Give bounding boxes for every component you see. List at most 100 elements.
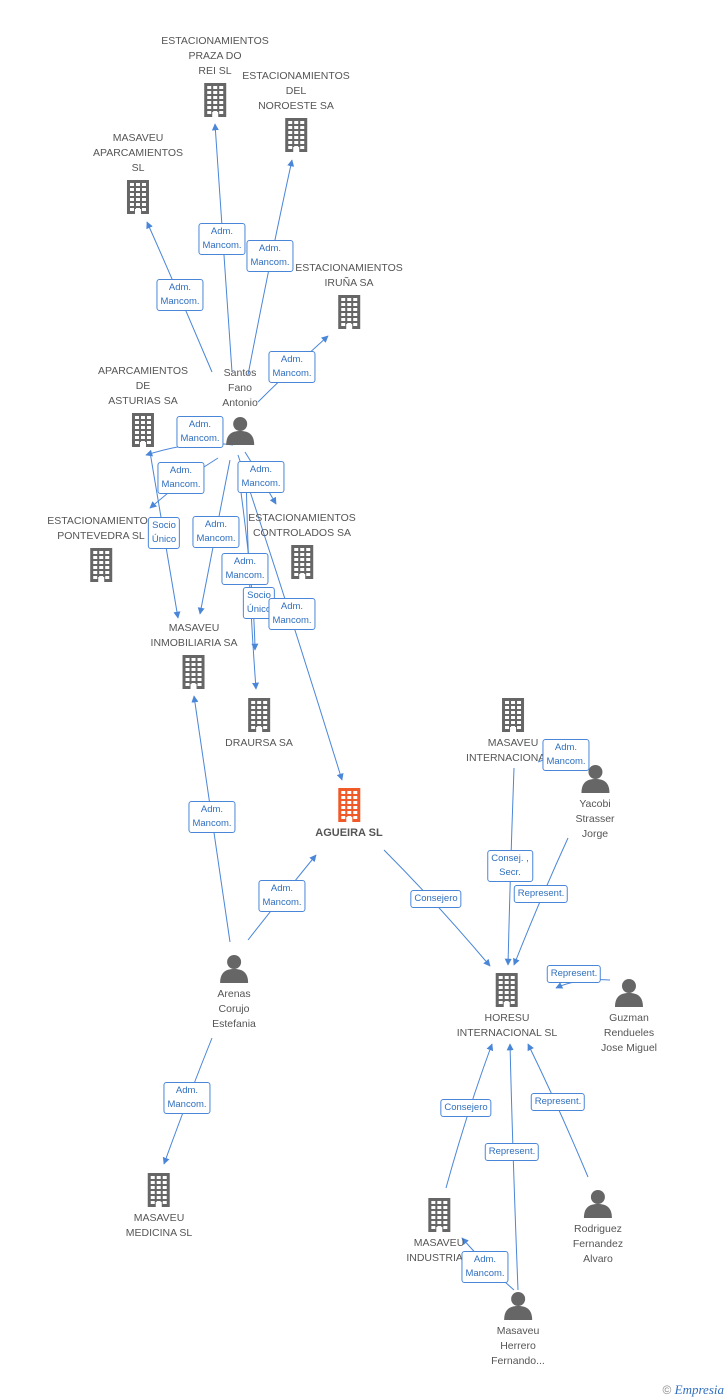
- edge-label-santos-to-noroeste[interactable]: Adm.Mancom.: [246, 240, 294, 272]
- person-icon: [222, 415, 258, 445]
- node-label-line: Corujo: [218, 1003, 250, 1015]
- edge-label-agueira-to-horesu[interactable]: Consejero: [410, 890, 462, 908]
- building-icon: [466, 698, 560, 732]
- node-label-line: Strasser: [575, 813, 615, 825]
- edge-label-santos-to-asturias[interactable]: Adm.Mancom.: [176, 416, 224, 448]
- edge-label-line: Mancom.: [546, 756, 586, 767]
- node-label-line: Rendueles: [603, 1027, 655, 1039]
- edge-label-arenas-to-agueira[interactable]: Adm.Mancom.: [258, 880, 306, 912]
- company-node-agueira[interactable]: AGUEIRA SL: [315, 788, 383, 841]
- edge-label-line: Adm.: [554, 742, 578, 753]
- building-icon: [161, 83, 269, 117]
- company-node-controlados[interactable]: ESTACIONAMIENTOS CONTROLADOS SA: [248, 511, 356, 579]
- node-label-line: Alvaro: [583, 1253, 613, 1265]
- edge-label-rodriguez-to-horesu[interactable]: Represent.: [530, 1093, 586, 1111]
- edge-label-line: Adm.: [249, 464, 273, 475]
- edge-label-yacobi-to-horesu[interactable]: Represent.: [513, 885, 569, 903]
- edge-label-masaveu_ind-to-horesu[interactable]: Consejero: [440, 1099, 492, 1117]
- edge-label-line: Mancom.: [241, 478, 281, 489]
- edge-label-masaveu_int-to-horesu[interactable]: Consej. ,Secr.: [487, 850, 533, 882]
- edge-label-line: Mancom.: [160, 296, 200, 307]
- edge-label-line: Mancom.: [465, 1268, 505, 1279]
- node-label-line: CONTROLADOS SA: [252, 527, 352, 539]
- edge-label-santos-to-controlados[interactable]: Adm. Mancom.: [237, 461, 285, 493]
- person-icon: [573, 1188, 623, 1218]
- edge-label-santos-to-draursa[interactable]: Adm.Mancom.: [221, 553, 269, 585]
- edge-label-santos-to-pontevedra[interactable]: Adm.Mancom.: [157, 462, 205, 494]
- node-label: AGUEIRA SL: [315, 826, 382, 841]
- node-label-line: Fernando...: [491, 1355, 545, 1367]
- node-label-line: ESTACIONAMIENTOS: [248, 512, 356, 524]
- edge-herrero-to-horesu: [506, 1043, 519, 1291]
- edge-label-line: Mancom.: [196, 533, 236, 544]
- node-label-line: Jose Miguel: [600, 1042, 658, 1054]
- company-node-draursa[interactable]: DRAURSA SA: [225, 698, 293, 751]
- edge-label-santos-to-inmobiliaria[interactable]: Adm.Mancom.: [192, 516, 240, 548]
- person-icon: [601, 977, 657, 1007]
- edge-label-line: Adm.: [258, 243, 282, 254]
- edge-label-line: Represent.: [534, 1096, 582, 1107]
- node-label-line: Rodriguez: [574, 1223, 622, 1235]
- edge-label-santos-to-agueira[interactable]: Adm.Mancom.: [268, 598, 316, 630]
- node-label-line: Guzman: [609, 1012, 649, 1024]
- building-icon: [225, 698, 293, 732]
- edge-label-line: Adm.: [210, 226, 234, 237]
- node-label-line: ESTACIONAMIENTOS: [161, 35, 269, 47]
- node-label-line: ESTACIONAMIENTOS: [295, 262, 403, 274]
- edge-label-line: Adm.: [168, 282, 192, 293]
- edge-label-santos-to-iruna[interactable]: Adm.Mancom.: [268, 351, 316, 383]
- edge-label-santos-to-aparcamientos[interactable]: Adm. Mancom.: [156, 279, 204, 311]
- edge-label-herrero-to-horesu[interactable]: Represent.: [484, 1143, 540, 1161]
- building-icon: [315, 788, 382, 822]
- building-icon: [457, 973, 558, 1007]
- edge-label-yacobi-to-masaveu_int[interactable]: Adm. Mancom.: [542, 739, 590, 771]
- building-icon: [248, 545, 356, 579]
- person-icon: [491, 1290, 545, 1320]
- building-icon: [406, 1198, 471, 1232]
- edge-label-santos-to-praza[interactable]: Adm.Mancom.: [198, 223, 246, 255]
- edge-label-line: Adm.: [200, 804, 224, 815]
- node-label-line: MASAVEU: [112, 132, 164, 144]
- node-label-line: DEL: [285, 85, 307, 97]
- node-label-line: Santos: [223, 367, 257, 379]
- edge-label-line: Adm.: [175, 1085, 199, 1096]
- edge-label-guzman-to-horesu[interactable]: Represent.: [546, 965, 602, 983]
- node-label-line: Yacobi: [579, 798, 611, 810]
- edge-label-line: Mancom.: [180, 433, 220, 444]
- edge-label-line: Mancom.: [272, 615, 312, 626]
- node-label-line: Estefania: [212, 1018, 256, 1030]
- building-icon: [93, 180, 183, 214]
- edge-label-arenas-to-inmobiliaria[interactable]: Adm.Mancom.: [188, 801, 236, 833]
- node-label-line: MASAVEU: [487, 737, 539, 749]
- node-label-line: Herrero: [500, 1340, 536, 1352]
- edge-label-herrero-to-masaveu_ind[interactable]: Adm.Mancom.: [461, 1251, 509, 1283]
- edge-label-arenas-to-medicina[interactable]: Adm.Mancom.: [163, 1082, 211, 1114]
